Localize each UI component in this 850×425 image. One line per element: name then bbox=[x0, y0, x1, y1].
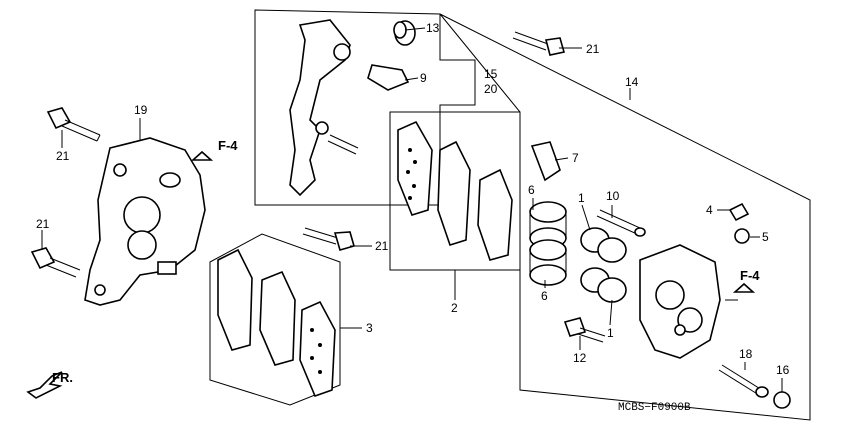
callout-10: 10 bbox=[606, 189, 620, 203]
bolt-21-upper-left bbox=[46, 107, 101, 142]
callout-21-lower-left: 21 bbox=[36, 217, 50, 231]
bracket-group-outline bbox=[254, 9, 476, 206]
caliper-bracket bbox=[289, 19, 359, 197]
callout-6-lower: 6 bbox=[541, 289, 548, 303]
callout-21-top-right: 21 bbox=[586, 42, 600, 56]
callout-21-upper-left: 21 bbox=[56, 149, 70, 163]
bolt-12 bbox=[563, 317, 606, 343]
left-caliper-body bbox=[84, 137, 206, 306]
callout-2: 2 bbox=[451, 301, 458, 315]
callout-3: 3 bbox=[366, 321, 373, 335]
right-caliper-body bbox=[639, 244, 721, 359]
front-direction-label: FR. bbox=[52, 370, 73, 385]
callout-15: 15 bbox=[484, 67, 498, 81]
slide-pin-10 bbox=[596, 209, 646, 237]
callout-20: 20 bbox=[484, 82, 498, 96]
piston-6-lower bbox=[529, 239, 567, 286]
bleeder-valve-4 bbox=[728, 202, 750, 222]
brake-pad-2-set bbox=[397, 120, 513, 261]
front-direction-arrow bbox=[26, 371, 63, 399]
ref-label-right: F-4 bbox=[740, 268, 760, 283]
boot-13 bbox=[393, 20, 416, 46]
callout-19: 19 bbox=[134, 103, 148, 117]
pad-group-outline-3 bbox=[209, 233, 341, 406]
callout-9: 9 bbox=[420, 71, 427, 85]
ref-label-left: F-4 bbox=[218, 138, 238, 153]
pin-18 bbox=[718, 364, 769, 398]
ref-arrow-right bbox=[732, 282, 756, 293]
callout-16: 16 bbox=[776, 363, 790, 377]
ref-arrow-left bbox=[190, 150, 214, 161]
brake-pad-3-set bbox=[217, 248, 336, 398]
callout-12: 12 bbox=[573, 351, 587, 365]
callout-13: 13 bbox=[426, 21, 440, 35]
bolt-21-top-right bbox=[512, 31, 566, 56]
bleeder-cap-5 bbox=[734, 228, 750, 244]
diagram-code: MCBS−F0900B bbox=[618, 402, 691, 414]
callout-21-center: 21 bbox=[375, 239, 389, 253]
piston-seal-set-1 bbox=[580, 227, 627, 303]
callout-4: 4 bbox=[706, 203, 713, 217]
plug-16 bbox=[773, 391, 791, 409]
bolt-21-lower-left bbox=[30, 247, 81, 278]
callout-18: 18 bbox=[739, 347, 753, 361]
pad-spring-clip-9 bbox=[367, 64, 410, 91]
callout-7: 7 bbox=[572, 151, 579, 165]
callout-6-upper: 6 bbox=[528, 183, 535, 197]
callout-14: 14 bbox=[625, 75, 639, 89]
pad-pin-7 bbox=[530, 141, 561, 182]
caliper-assy-outline-14 bbox=[439, 13, 811, 421]
callout-1-lower: 1 bbox=[607, 326, 614, 340]
bolt-21-center bbox=[302, 227, 355, 251]
callout-1-upper: 1 bbox=[578, 191, 585, 205]
callout-5: 5 bbox=[762, 230, 769, 244]
